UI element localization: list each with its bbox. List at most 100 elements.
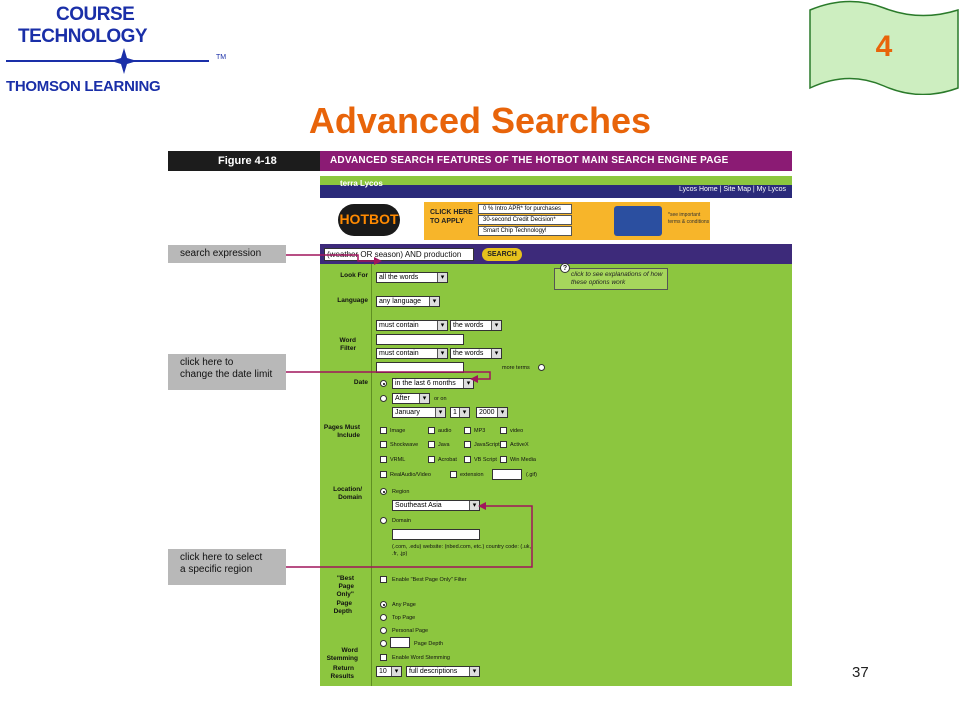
date-month-select[interactable]: January: [392, 407, 446, 418]
page-depth-label: Page Depth: [414, 641, 444, 647]
include-image-checkbox[interactable]: [380, 427, 387, 434]
include-vbscript-label: VB Script: [474, 457, 497, 463]
results-description-select[interactable]: full descriptions: [406, 666, 480, 677]
ad-option[interactable]: Smart Chip Technology!: [478, 226, 572, 236]
include-image-label: Image: [390, 428, 406, 434]
include-javascript-label: JavaScript: [474, 442, 500, 448]
credit-card-ad[interactable]: CLICK HERE TO APPLY 0 % Intro APR* for p…: [424, 202, 710, 240]
include-acrobat-label: Acrobat: [438, 457, 457, 463]
include-video-checkbox[interactable]: [500, 427, 507, 434]
site-top: Lycos Home | Site Map | My Lycos terra L…: [320, 176, 792, 198]
include-extension-checkbox[interactable]: [450, 471, 457, 478]
location-domain-label: Domain: [392, 518, 411, 524]
date-within-select[interactable]: in the last 6 months: [392, 378, 474, 389]
ad-apply-text[interactable]: CLICK HERE TO APPLY: [430, 209, 473, 225]
options-label-column: Look For Language Word Filter Date Pages…: [320, 264, 372, 686]
hotbot-logo[interactable]: HOTBOT: [338, 204, 400, 236]
include-winmedia-checkbox[interactable]: [500, 456, 507, 463]
include-vbscript-checkbox[interactable]: [464, 456, 471, 463]
include-java-checkbox[interactable]: [428, 441, 435, 448]
options-help-text[interactable]: click to see explanations of how these o…: [571, 271, 663, 286]
search-button[interactable]: SEARCH: [482, 248, 522, 261]
label-word-filter: Word Filter: [339, 337, 357, 352]
date-year-select[interactable]: 2000: [476, 407, 508, 418]
label-pages-must-include: Pages Must Include: [323, 424, 360, 439]
word-filter-input-2[interactable]: [376, 362, 464, 373]
label-page-depth: Page Depth: [333, 600, 352, 615]
label-best-page-only: "Best Page Only": [336, 575, 354, 598]
include-javascript-checkbox[interactable]: [464, 441, 471, 448]
word-filter-input-1[interactable]: [376, 334, 464, 345]
ad-option[interactable]: 30-second Credit Decision*: [478, 215, 572, 225]
word-stemming-label: Enable Word Stemming: [392, 655, 450, 661]
language-select[interactable]: any language: [376, 296, 440, 307]
figure: Figure 4-18 ADVANCED SEARCH FEATURES OF …: [168, 151, 792, 686]
include-acrobat-checkbox[interactable]: [428, 456, 435, 463]
word-stemming-checkbox[interactable]: [380, 654, 387, 661]
search-input[interactable]: (weather OR season) AND production: [324, 248, 474, 261]
label-language: Language: [337, 297, 368, 304]
options-help-tip[interactable]: ? click to see explanations of how these…: [554, 263, 668, 290]
ad-note: *see important terms & conditions: [668, 212, 710, 225]
word-filter-scope-1[interactable]: the words: [450, 320, 502, 331]
chapter-tab-shape: [809, 0, 959, 95]
location-domain-radio[interactable]: [380, 517, 387, 524]
extension-input[interactable]: [492, 469, 522, 480]
depth-custom-radio[interactable]: [380, 640, 387, 647]
label-date: Date: [353, 379, 368, 386]
nav-bar: Lycos Home | Site Map | My Lycos: [320, 185, 792, 198]
hotbot-page: Lycos Home | Site Map | My Lycos terra L…: [320, 176, 792, 686]
label-word-stemming: Word Stemming: [326, 647, 358, 662]
include-mp3-label: MP3: [474, 428, 486, 434]
label-location-domain: Location/ Domain: [333, 486, 362, 501]
callout-date-limit: click here to change the date limit: [168, 354, 286, 390]
word-filter-select-2[interactable]: must contain: [376, 348, 448, 359]
figure-header: Figure 4-18 ADVANCED SEARCH FEATURES OF …: [168, 151, 792, 171]
depth-any-radio[interactable]: [380, 601, 387, 608]
date-within-radio[interactable]: [380, 380, 387, 387]
depth-top-radio[interactable]: [380, 614, 387, 621]
more-terms-icon[interactable]: [538, 364, 545, 371]
location-region-radio[interactable]: [380, 488, 387, 495]
more-terms-link[interactable]: more terms: [502, 365, 530, 371]
figure-label: Figure 4-18: [168, 151, 320, 171]
include-vrml-label: VRML: [390, 457, 406, 463]
logo-line-thomson: THOMSON LEARNING: [6, 78, 161, 95]
include-activex-checkbox[interactable]: [500, 441, 507, 448]
include-shockwave-label: Shockwave: [390, 442, 419, 448]
include-shockwave-checkbox[interactable]: [380, 441, 387, 448]
results-count-select[interactable]: 10: [376, 666, 402, 677]
include-realaudio-label: RealAudio/Video: [390, 472, 431, 478]
depth-personal-label: Personal Page: [392, 628, 429, 634]
search-bar: (weather OR season) AND production SEARC…: [320, 244, 792, 264]
look-for-select[interactable]: all the words: [376, 272, 448, 283]
depth-top-label: Top Page: [392, 615, 416, 621]
help-icon[interactable]: ?: [560, 263, 570, 273]
extension-hint: (.gif): [526, 472, 537, 478]
domain-input[interactable]: [392, 529, 480, 540]
chapter-number: 4: [875, 30, 893, 63]
word-filter-select-1[interactable]: must contain: [376, 320, 448, 331]
include-audio-checkbox[interactable]: [428, 427, 435, 434]
include-realaudio-checkbox[interactable]: [380, 471, 387, 478]
date-after-radio[interactable]: [380, 395, 387, 402]
label-look-for: Look For: [340, 272, 368, 279]
nav-links[interactable]: Lycos Home | Site Map | My Lycos: [679, 186, 786, 193]
best-page-checkbox[interactable]: [380, 576, 387, 583]
word-filter-scope-2[interactable]: the words: [450, 348, 502, 359]
slide-number: 37: [852, 664, 869, 681]
region-select[interactable]: Southeast Asia: [392, 500, 480, 511]
ad-option[interactable]: 0 % Intro APR* for purchases: [478, 204, 572, 214]
date-day-select[interactable]: 1: [450, 407, 470, 418]
terra-lycos-logo: terra Lycos: [340, 179, 383, 188]
logo-line-technology: TECHNOLOGY: [18, 26, 148, 47]
page-depth-input[interactable]: [390, 637, 410, 648]
figure-caption: ADVANCED SEARCH FEATURES OF THE HOTBOT M…: [320, 151, 792, 171]
include-mp3-checkbox[interactable]: [464, 427, 471, 434]
date-after-select[interactable]: After: [392, 393, 430, 404]
logo-line-course: COURSE: [56, 4, 135, 25]
depth-personal-radio[interactable]: [380, 627, 387, 634]
include-vrml-checkbox[interactable]: [380, 456, 387, 463]
brand-banner: HOTBOT CLICK HERE TO APPLY 0 % Intro APR…: [320, 198, 792, 244]
domain-hint: (.com, .edu) website: (nbed.com, etc.) c…: [392, 544, 532, 557]
